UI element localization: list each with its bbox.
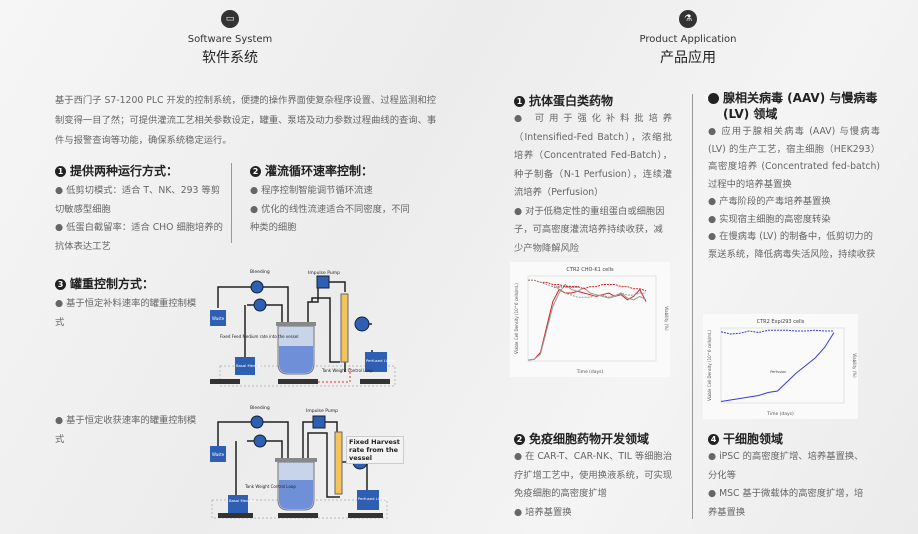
label-fixed-harvest-rate: Fixed Harvest rate from the vessel xyxy=(346,436,404,464)
list-item: ● 低剪切模式：适合 T、NK、293 等剪切敏感型细胞 xyxy=(55,185,221,215)
series-line xyxy=(527,283,647,361)
label-fixed-rate: Fixed Feed Medium rate into the vessel xyxy=(220,334,298,339)
label-waste: Waste xyxy=(212,316,225,321)
section-title-en: Software System xyxy=(187,34,273,45)
list-item: ● iPSC 的高密度扩增、培养基置换、分化等 xyxy=(708,451,864,481)
number-badge: 3 xyxy=(703,93,719,104)
label-basal: Basal Medium xyxy=(229,498,256,503)
software-header: ▭ Software System 软件系统 xyxy=(130,10,330,67)
y-axis-label: Viable Cell Density (10^6 cells/mL) xyxy=(707,330,712,401)
label-loop: Tank Weight Control Loop xyxy=(244,484,296,489)
immune-cell-section: 2 免疫细胞药物开发领域 ● 在 CAR-T、CAR-NK、TIL 等细胞治疗扩增… xyxy=(514,430,679,522)
software-intro: 基于西门子 S7-1200 PLC 开发的控制系统，便捷的操作界面使复杂程序设置… xyxy=(55,95,437,146)
list-item: ● 基于恒定补料速率的罐重控制模式 xyxy=(55,298,197,328)
label-loop: Tank Weight Control Loop xyxy=(321,368,373,373)
section-heading: 腺相关病毒 (AAV) 与慢病毒 (LV) 领域 xyxy=(723,91,878,121)
chart-title: CTR2 CHO-K1 cells xyxy=(566,267,614,273)
list-item: ● 可用于强化补料批培养（Intensified-Fed Batch），浓缩批培… xyxy=(514,113,672,198)
list-item: ● 产毒阶段的产毒培养基置换 xyxy=(708,196,831,207)
product-header: ⚗ Product Application 产品应用 xyxy=(588,10,788,67)
plot-area xyxy=(720,327,845,404)
divider xyxy=(231,163,232,243)
section-heading: 抗体蛋白类药物 xyxy=(529,94,614,108)
series-line xyxy=(720,329,834,335)
y2-axis-label: Viability (%) xyxy=(664,306,669,331)
series-line xyxy=(527,288,647,361)
list-item: ● 对于低稳定性的重组蛋白或细胞因子，可高密度灌流培养持续收获，减少产物降解风险 xyxy=(514,205,665,254)
list-item: ● 在慢病毒 (LV) 的制备中，低剪切力的泵送系统，降低病毒失活风险，持续收获 xyxy=(708,231,876,260)
number-badge: 1 xyxy=(55,166,66,177)
weight-control-section: 3 罐重控制方式： ● 基于恒定补料速率的罐重控制模式 xyxy=(55,275,200,332)
y2-axis-label: Viability (%) xyxy=(852,353,857,378)
section-title-en: Product Application xyxy=(639,34,737,45)
flow-rate-section: 2 灌流循环速率控制： ● 程序控制智能调节循环流速 ● 优化的线性流速适合不同密… xyxy=(250,162,410,238)
list-item: ● 在 CAR-T、CAR-NK、TIL 等细胞治疗扩增工艺中，使用换液系统，可… xyxy=(514,451,673,499)
list-item: ● 低蛋白截留率：适合 CHO 细胞培养的抗体表达工艺 xyxy=(55,222,223,252)
monitor-icon: ▭ xyxy=(221,10,239,28)
section-heading: 免疫细胞药物开发领域 xyxy=(529,432,650,446)
number-badge: 3 xyxy=(55,279,66,290)
list-item: ● 程序控制智能调节循环流速 xyxy=(250,185,373,196)
section-heading: 干细胞领域 xyxy=(723,432,784,446)
annotation: Perfusion xyxy=(770,370,786,374)
list-item: ● 实现宿主细胞的高密度转染 xyxy=(708,213,831,225)
label-perfused: Perfused Liquid xyxy=(358,496,388,501)
viral-vector-section: 3 腺相关病毒 (AAV) 与慢病毒 (LV) 领域 ● 应用于腺相关病毒 (AA… xyxy=(703,90,880,263)
x-axis-label: Time (days) xyxy=(576,369,604,375)
list-item: ● 应用于腺相关病毒 (AAV) 与慢病毒 (LV) 的生产工艺，宿主细胞（HE… xyxy=(708,126,880,190)
label-waste: Waste xyxy=(212,452,225,457)
perfusion-diagram-feed: Bleeding Impulse Pump Waste Fixed Feed M… xyxy=(210,269,396,387)
label-pump: Impulse Pump xyxy=(308,270,340,276)
number-badge: 1 xyxy=(514,96,525,107)
list-item: ● 基于恒定收获速率的罐重控制模式 xyxy=(55,415,197,445)
label-perfused: Perfused Liquid xyxy=(366,358,396,363)
label-pump: Impulse Pump xyxy=(306,408,338,414)
label-bleeding: Bleeding xyxy=(250,269,270,275)
section-heading: 提供两种运行方式： xyxy=(70,164,179,178)
list-item: ● MSC 基于微载体的高密度扩增，培养基置换 xyxy=(708,488,864,518)
antibody-section: 1 抗体蛋白类药物 ● 可用于强化补料批培养（Intensified-Fed Ba… xyxy=(514,92,672,258)
y-axis-label: Viable Cell Density (10^6 cells/mL) xyxy=(514,283,519,354)
chart-title: CTR2 Expi293 cells xyxy=(757,319,805,325)
list-item: ● 优化的线性流速适合不同密度，不同种类的细胞 xyxy=(250,203,410,234)
series-line xyxy=(528,279,647,292)
plot-area xyxy=(527,275,657,362)
series-line xyxy=(528,279,646,298)
number-badge: 4 xyxy=(708,434,719,445)
label-basal: Basal Medium xyxy=(236,363,263,368)
flask-icon: ⚗ xyxy=(679,10,697,28)
list-item: ● 培养基置换 xyxy=(514,506,572,518)
divider xyxy=(692,94,693,519)
series-line xyxy=(720,332,835,402)
number-badge: 2 xyxy=(250,166,261,177)
x-axis-label: Time (days) xyxy=(766,411,794,417)
label-bleeding: Bleeding xyxy=(250,405,270,411)
section-title-cn: 软件系统 xyxy=(202,50,258,66)
section-heading: 罐重控制方式： xyxy=(70,277,155,291)
number-badge: 2 xyxy=(514,434,525,445)
section-heading: 灌流循环速率控制： xyxy=(265,164,374,178)
stem-cell-section: 4 干细胞领域 ● iPSC 的高密度扩增、培养基置换、分化等 ● MSC 基于微… xyxy=(708,430,868,522)
section-title-cn: 产品应用 xyxy=(660,50,716,66)
